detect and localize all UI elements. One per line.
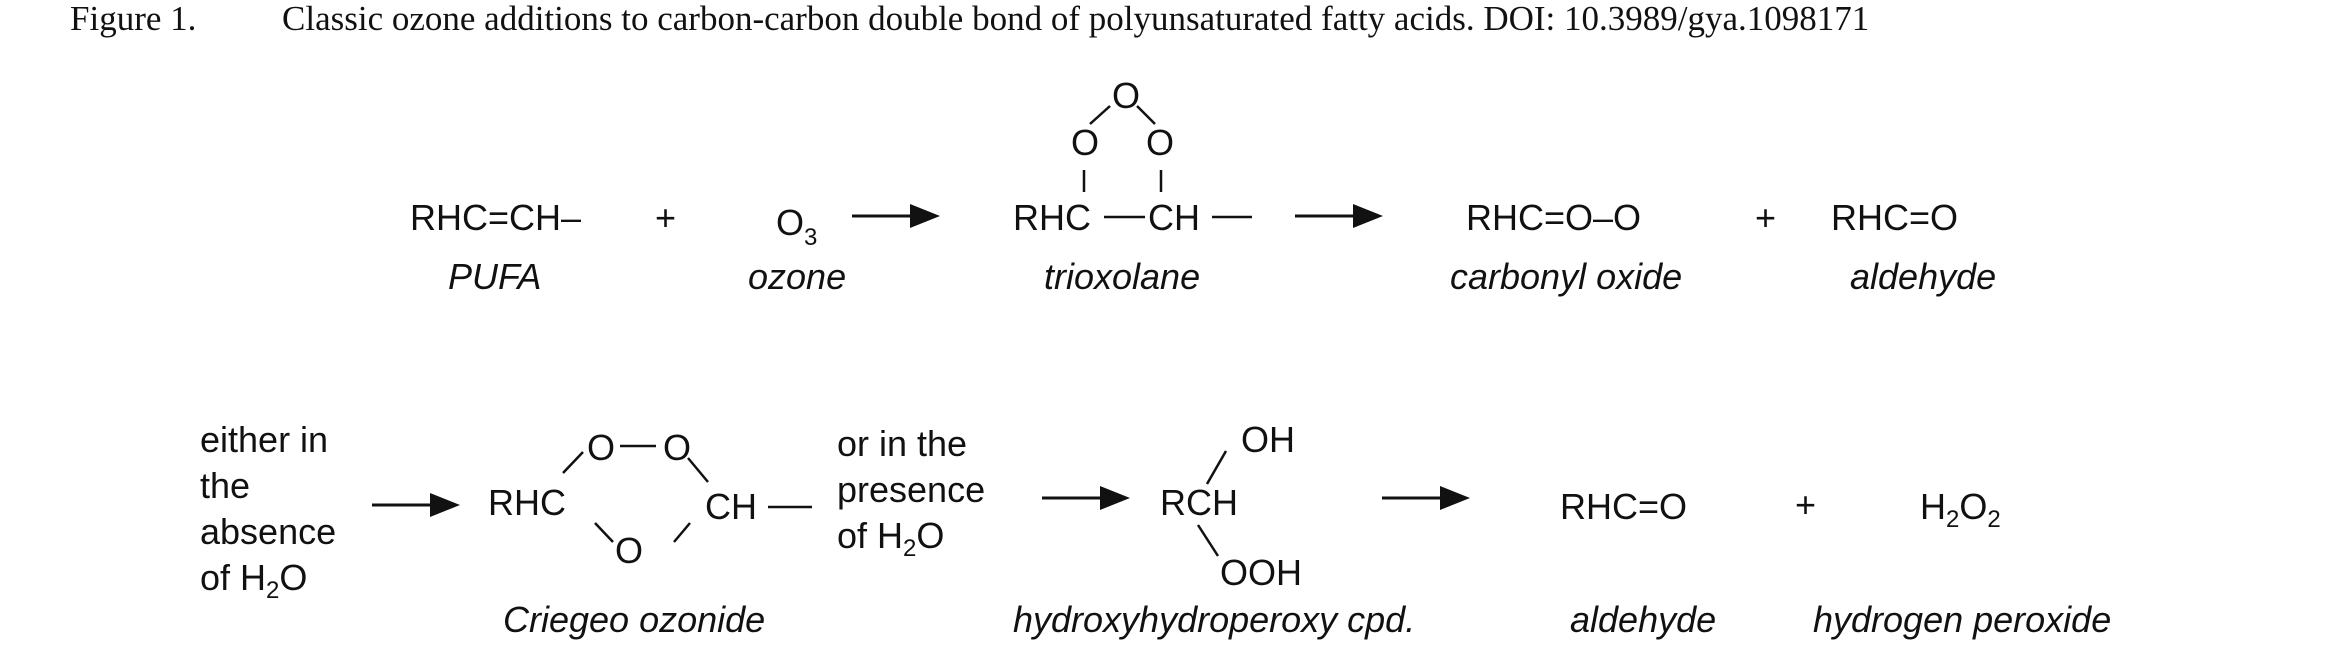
trioxolane-name: trioxolane [1044,256,1200,297]
ozone-name: ozone [748,256,846,297]
condition-absence-subscript: 2 [266,577,279,604]
plus-sign-1: + [655,197,676,238]
condition-presence-ofH: of H [837,515,903,556]
h2o2-sub-2: 2 [1987,506,2000,533]
condition-presence-water: or in the presence of H2O [837,423,985,562]
trioxolane-CH: CH [1148,197,1200,238]
reaction-arrow-3 [372,493,460,517]
condition-presence-O: O [916,515,944,556]
plus-sign-3: + [1795,484,1816,525]
condition-absence-line-2: the [200,465,250,506]
pufa-name: PUFA [448,256,541,297]
criegee-RHC: RHC [488,482,566,523]
reaction-arrow-5 [1382,486,1470,510]
hydroxy-RCH: RCH [1160,482,1238,523]
trioxolane-O-right: O [1146,122,1174,163]
ozone-subscript: 3 [804,224,817,251]
ozone-formula: O3 [776,202,817,251]
pufa-formula: RHC=CH– [410,197,581,238]
reaction-arrow-1 [852,204,940,228]
plus-sign-2: + [1755,197,1776,238]
condition-presence-line-3: of H2O [837,515,944,562]
ozone-O: O [776,202,804,243]
h2o2-name: hydrogen peroxide [1813,599,2111,640]
condition-presence-subscript: 2 [903,535,916,562]
criegee-CH: CH [705,486,757,527]
trioxolane: O O O RHC CH trioxolane [1013,75,1252,297]
h2o2-H: H [1920,486,1946,527]
h2o2-O: O [1959,486,1987,527]
hydroxy-name: hydroxyhydroperoxy cpd. [1013,599,1415,640]
condition-presence-line-1: or in the [837,423,967,464]
condition-absence-water: either in the absence of H2O [200,419,336,604]
hydrogen-peroxide: H2O2 hydrogen peroxide [1813,486,2111,640]
hydroxyhydroperoxy: OH RCH OOH hydroxyhydroperoxy cpd. [1013,419,1415,640]
carbonyl-oxide-formula: RHC=O–O [1466,197,1641,238]
carbonyl-oxide-name: carbonyl oxide [1450,256,1682,297]
figure-caption: Classic ozone additions to carbon-carbon… [282,0,1869,38]
h2o2-formula: H2O2 [1920,486,2001,533]
trioxolane-O-left: O [1071,122,1099,163]
hydroxy-OH: OH [1241,419,1295,460]
condition-absence-line-3: absence [200,511,336,552]
condition-absence-O: O [279,557,307,598]
aldehyde-2-name: aldehyde [1570,599,1716,640]
condition-presence-line-2: presence [837,469,985,510]
pufa: RHC=CH– PUFA [410,197,581,297]
condition-absence-line-1: either in [200,419,328,460]
trioxolane-RHC: RHC [1013,197,1091,238]
condition-absence-ofH: of H [200,557,266,598]
aldehyde-2-formula: RHC=O [1560,486,1687,527]
criegee-name: Criegeo ozonide [503,599,765,640]
aldehyde-2: RHC=O aldehyde [1560,486,1716,640]
carbonyl-oxide: RHC=O–O carbonyl oxide [1450,197,1682,297]
criegee-O-top-left: O [587,427,615,468]
figure-label: Figure 1. [70,0,196,38]
aldehyde-1: RHC=O aldehyde [1831,197,1996,297]
ozone: O3 ozone [748,202,846,297]
reaction-arrow-2 [1295,204,1383,228]
criegee-O-top-right: O [663,427,691,468]
h2o2-sub-1: 2 [1946,506,1959,533]
aldehyde-1-name: aldehyde [1850,256,1996,297]
criegee-O-bottom: O [615,530,643,571]
reaction-arrow-4 [1042,486,1130,510]
hydroxy-OOH: OOH [1220,552,1302,593]
aldehyde-1-formula: RHC=O [1831,197,1958,238]
trioxolane-O-top: O [1112,75,1140,116]
criegee-ozonide: RHC O O CH O Criegeo ozonide [488,427,812,640]
condition-absence-line-4: of H2O [200,557,307,604]
